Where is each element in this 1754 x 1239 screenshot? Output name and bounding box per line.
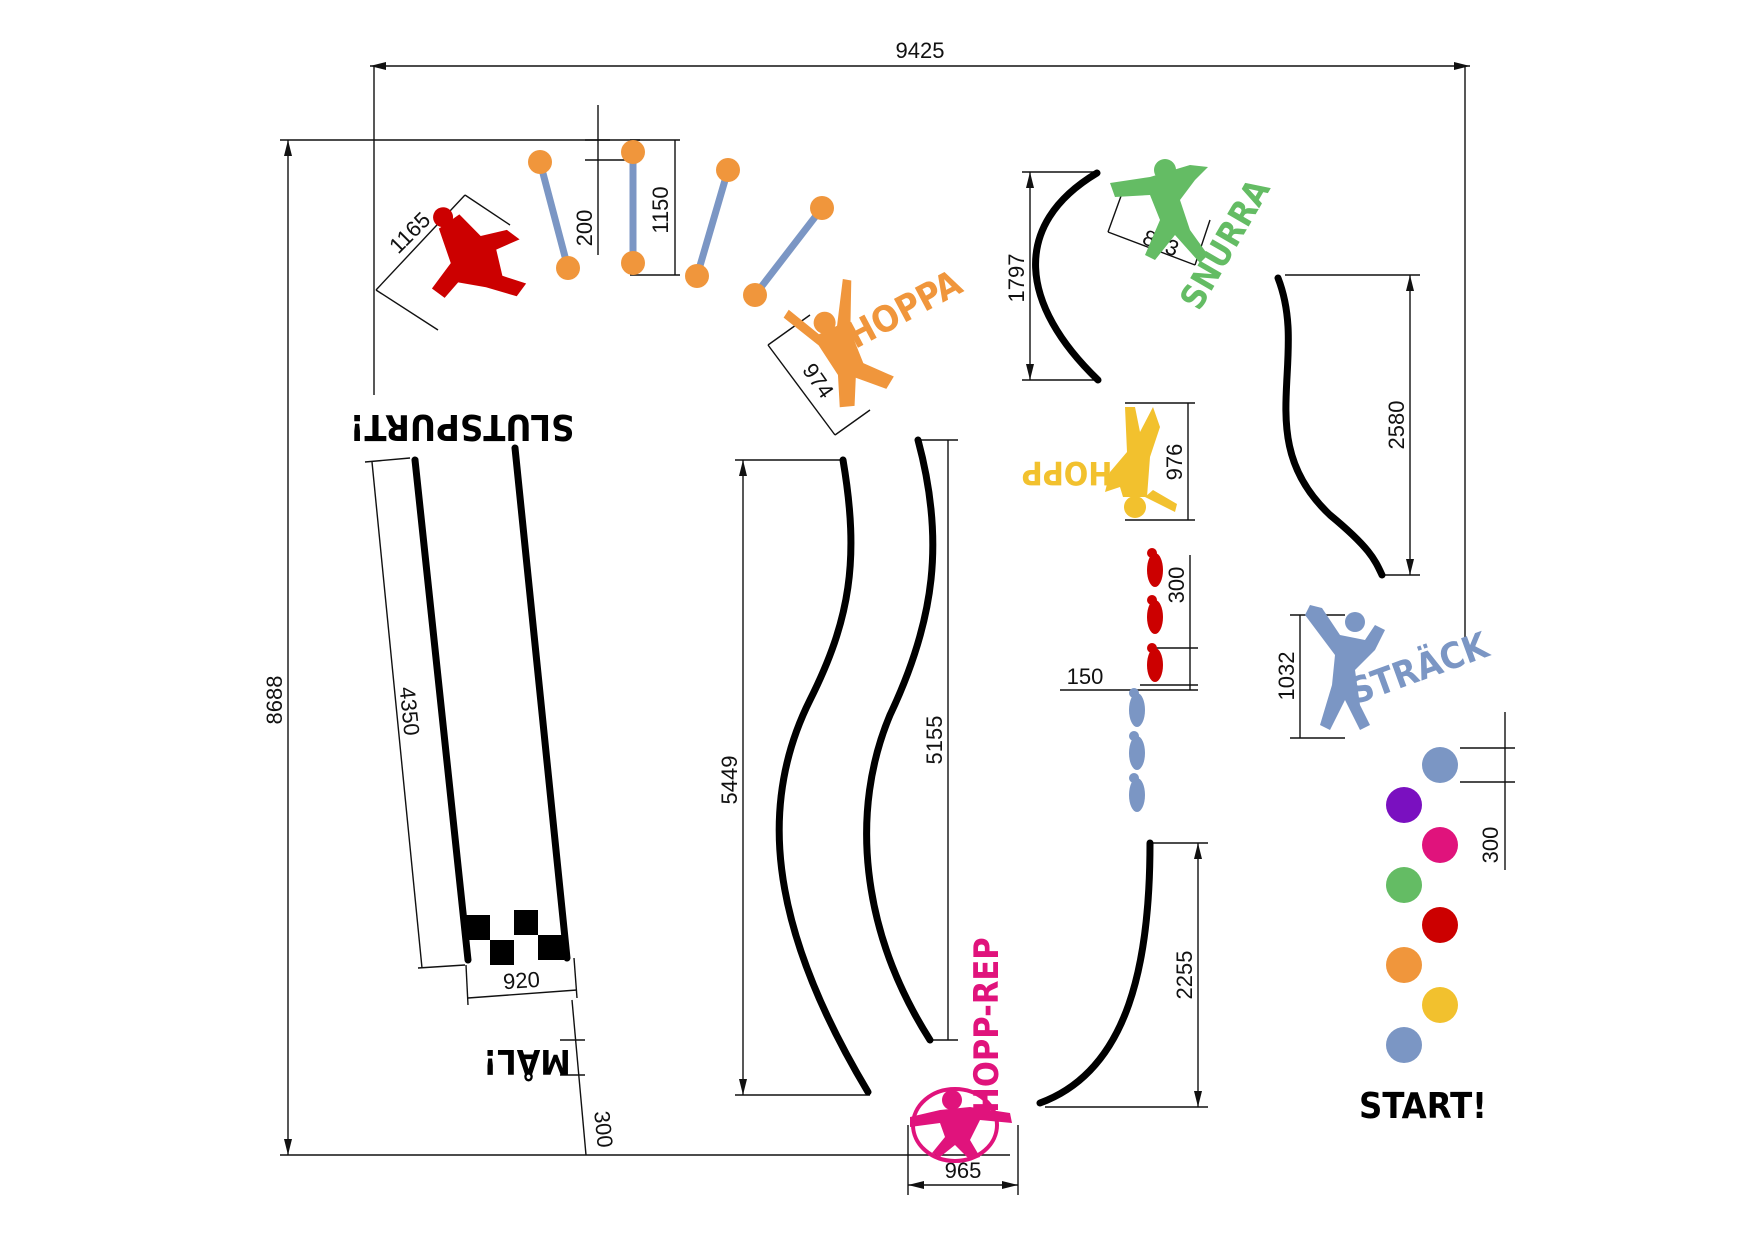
blue-footprints: [1129, 688, 1145, 812]
yellow-hopping-figure-icon: [1105, 407, 1177, 518]
dim-label-curve-1797: 1797: [1004, 254, 1029, 303]
dimension-blue-figure: 1032: [1274, 614, 1345, 739]
dim-label-width: 9425: [896, 38, 945, 63]
dimension-yellow-figure: 976: [1125, 402, 1195, 521]
balance-bars: [528, 140, 834, 307]
dim-label-blue-figure: 1032: [1274, 652, 1299, 701]
dim-label-yellow-figure: 976: [1162, 444, 1187, 481]
start-dot: [1386, 867, 1422, 903]
label-hopp-rep: HOPP-REP: [967, 937, 1007, 1112]
dimension-bars: 200 1150: [572, 105, 680, 276]
label-start: START!: [1359, 1086, 1487, 1127]
curve-2255: [1036, 839, 1154, 1107]
start-dot: [1422, 747, 1458, 783]
start-dot: [1422, 827, 1458, 863]
dimension-lane-width: 920: [465, 957, 578, 1006]
dimension-finish-lane: 4350: [364, 457, 466, 969]
dimension-curve-1797: 1797: [1004, 171, 1095, 381]
dimension-overall-height: 8688: [262, 139, 1010, 1156]
start-dot: [1386, 1027, 1422, 1063]
magenta-jump-rope-figure-icon: [910, 1087, 1012, 1163]
dimension-curve-2580: 2580: [1285, 274, 1420, 576]
footprint-icon: [1129, 773, 1145, 812]
dim-label-dot-spacing: 300: [1478, 827, 1503, 864]
curve-5155: [863, 436, 937, 1044]
dim-label-footprint-spacing: 300: [1164, 567, 1189, 604]
start-dots: [1386, 747, 1458, 1063]
orange-jumping-figure-icon: [783, 278, 894, 408]
checkered-finish-line: [466, 910, 564, 965]
finish-lane-left: [411, 456, 472, 964]
dim-label-finish-offset: 300: [589, 1110, 618, 1149]
dim-label-curve-2580: 2580: [1384, 401, 1409, 450]
dimension-curve-5155: 5155: [920, 439, 958, 1041]
dimension-dot-spacing: 300: [1460, 712, 1515, 870]
start-dot: [1386, 787, 1422, 823]
red-jumping-figure-icon: [431, 207, 527, 298]
label-slutspurt: SLUTSPURT!: [350, 406, 575, 447]
dim-label-red-figure: 1165: [384, 207, 435, 258]
label-hopp: HOPP: [1022, 454, 1113, 492]
footprint-icon: [1129, 688, 1145, 727]
curve-1797: [1032, 169, 1102, 384]
start-dot: [1422, 987, 1458, 1023]
dim-label-bar-length: 1150: [648, 186, 673, 233]
dim-label-lane-width: 920: [502, 967, 540, 995]
dimension-footprints: 300 150: [1060, 555, 1198, 691]
dim-label-curve-5155: 5155: [922, 716, 947, 765]
footprint-icon: [1129, 731, 1145, 770]
footprint-icon: [1147, 643, 1163, 682]
dimension-curve-5449: 5449: [717, 459, 870, 1096]
start-dot: [1386, 947, 1422, 983]
footprint-icon: [1147, 548, 1163, 587]
dim-label-height: 8688: [262, 676, 287, 725]
start-dot: [1422, 907, 1458, 943]
dim-label-curve-5449: 5449: [717, 756, 742, 805]
label-mal: MÅL!: [483, 1041, 571, 1082]
dim-label-footprint-offset: 150: [1067, 664, 1104, 689]
dimension-curve-2255: 2255: [1045, 842, 1208, 1108]
label-stack: STRÄCK: [1344, 624, 1496, 713]
curve-2580: [1274, 274, 1386, 579]
dimension-overall-width: 9425: [370, 38, 1470, 640]
finish-lane-right: [511, 444, 571, 962]
dim-label-curve-2255: 2255: [1172, 951, 1197, 1000]
label-hoppa: HOPPA: [840, 263, 969, 357]
green-spinning-figure-icon: [1110, 159, 1208, 263]
curve-5449: [775, 456, 872, 1096]
dim-label-finish-lane: 4350: [394, 686, 424, 737]
dimension-finish-offset: 300: [560, 999, 618, 1156]
dim-label-bar-offset: 200: [572, 210, 597, 247]
blue-stretching-figure-icon: [1305, 605, 1385, 730]
footprint-icon: [1147, 595, 1163, 634]
red-footprints: [1147, 548, 1163, 682]
